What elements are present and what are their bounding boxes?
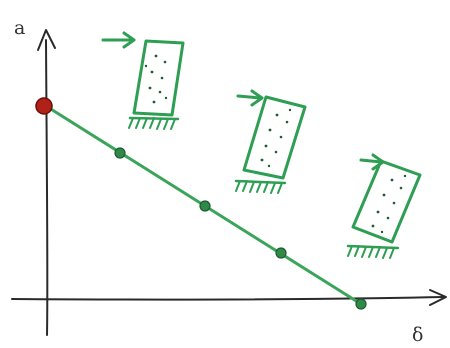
- specimen-2: [234, 89, 307, 194]
- specimen-base: [346, 244, 400, 259]
- start-point: [35, 97, 53, 115]
- line-point: [355, 298, 367, 310]
- vertical-axis: [37, 29, 56, 336]
- horizontal-axis: [11, 289, 447, 306]
- vertical-axis-label: a: [14, 17, 25, 39]
- specimen-base: [234, 179, 287, 194]
- specimen-texture: [260, 108, 292, 168]
- horizontal-axis-label: δ: [412, 324, 423, 346]
- specimen-body: [351, 159, 422, 244]
- line-point: [199, 200, 211, 212]
- specimen-texture: [371, 174, 407, 234]
- arrow-icon: [236, 89, 264, 107]
- specimen-1: [101, 31, 185, 130]
- line-points: [114, 147, 367, 310]
- line-point: [275, 247, 287, 259]
- specimen-base: [128, 116, 180, 130]
- line-point: [114, 147, 126, 159]
- arrow-icon: [101, 31, 136, 49]
- specimen-texture: [144, 54, 168, 104]
- specimen-body: [132, 39, 185, 117]
- specimen-3: [346, 153, 422, 259]
- specimen-body: [242, 95, 307, 180]
